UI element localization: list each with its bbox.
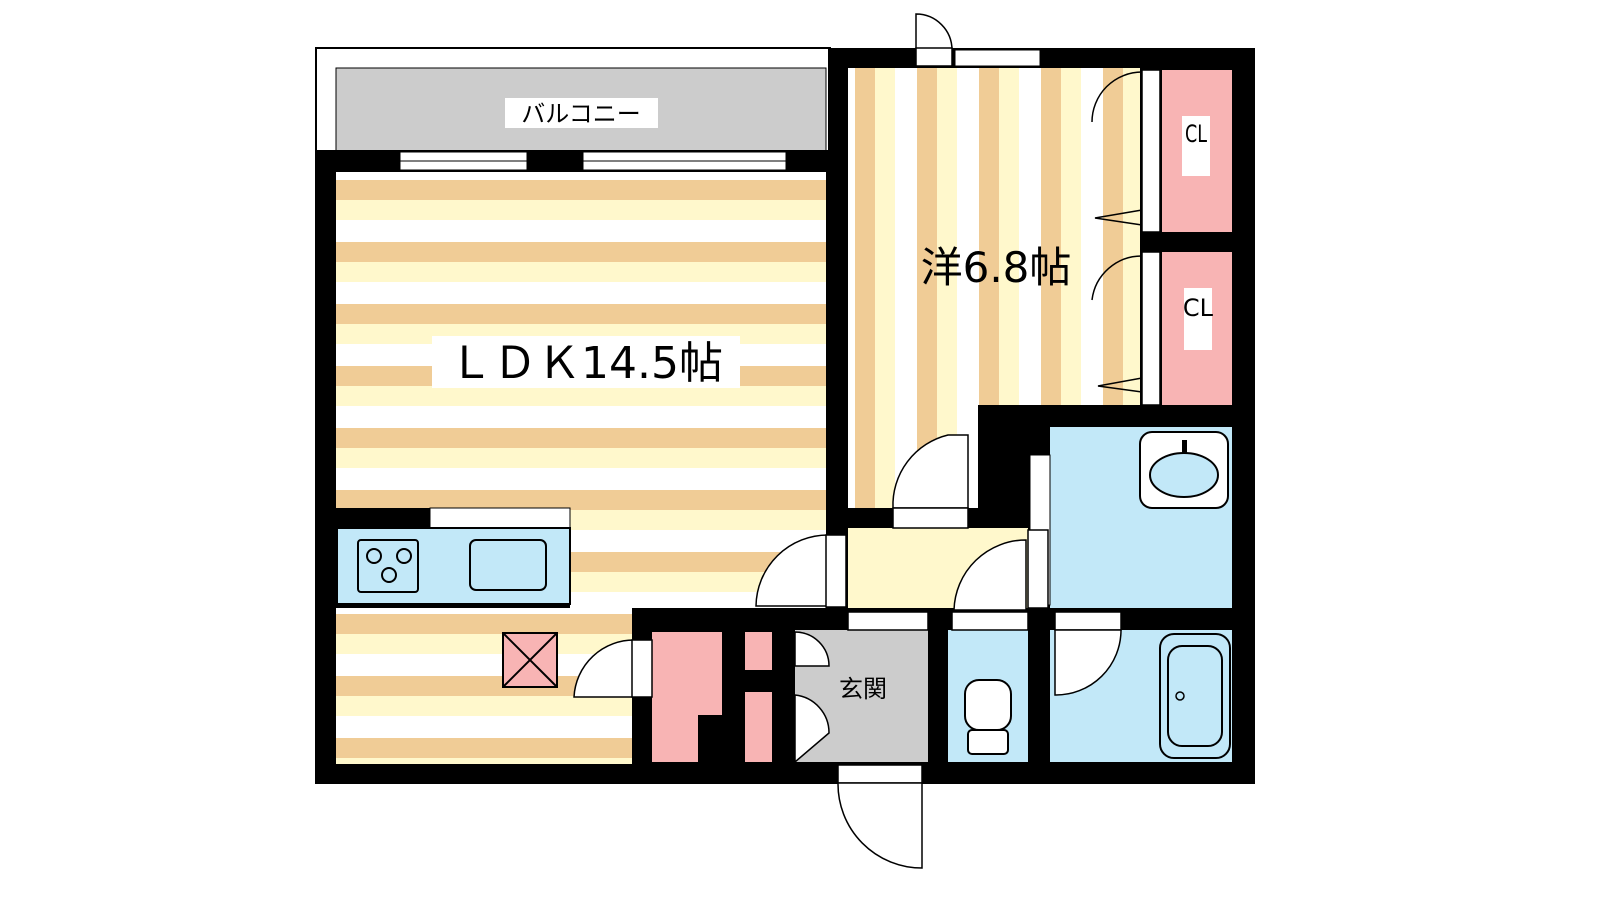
western-window [954,49,1041,67]
bathtub-icon [1159,633,1231,759]
kitchen-counter [336,527,571,605]
sink-icon [469,539,547,591]
washroom [1029,427,1232,608]
door-storage [573,639,636,698]
door-bath [1054,629,1122,696]
door-ldk [755,534,829,607]
entrance-label: 玄関 [839,675,887,703]
door-washroom [953,539,1027,611]
ldk-label: ＬＤＫ14.5帖 [449,338,723,389]
balcony-label: バルコニー [521,100,641,128]
toilet-room [948,630,1028,762]
room-western: 洋6.8帖 [848,68,1140,508]
closet-1-label: CL [1185,120,1207,148]
shoe-storage [652,632,772,762]
closet-1: CL [1162,70,1232,232]
door-front [837,782,923,869]
door-western-balcony [915,13,953,51]
fridge-space-icon [502,632,558,688]
closet-2: CL [1162,252,1232,405]
room-ldk: ＬＤＫ14.5帖 [336,172,826,764]
toilet-icon [964,679,1012,731]
closet-2-label: CL [1183,294,1214,322]
balcony-window [399,151,787,171]
doors [573,13,1122,869]
closet-doors [1091,69,1161,406]
balcony: バルコニー [315,47,831,157]
stove-icon [357,539,419,593]
western-label: 洋6.8帖 [921,243,1072,292]
